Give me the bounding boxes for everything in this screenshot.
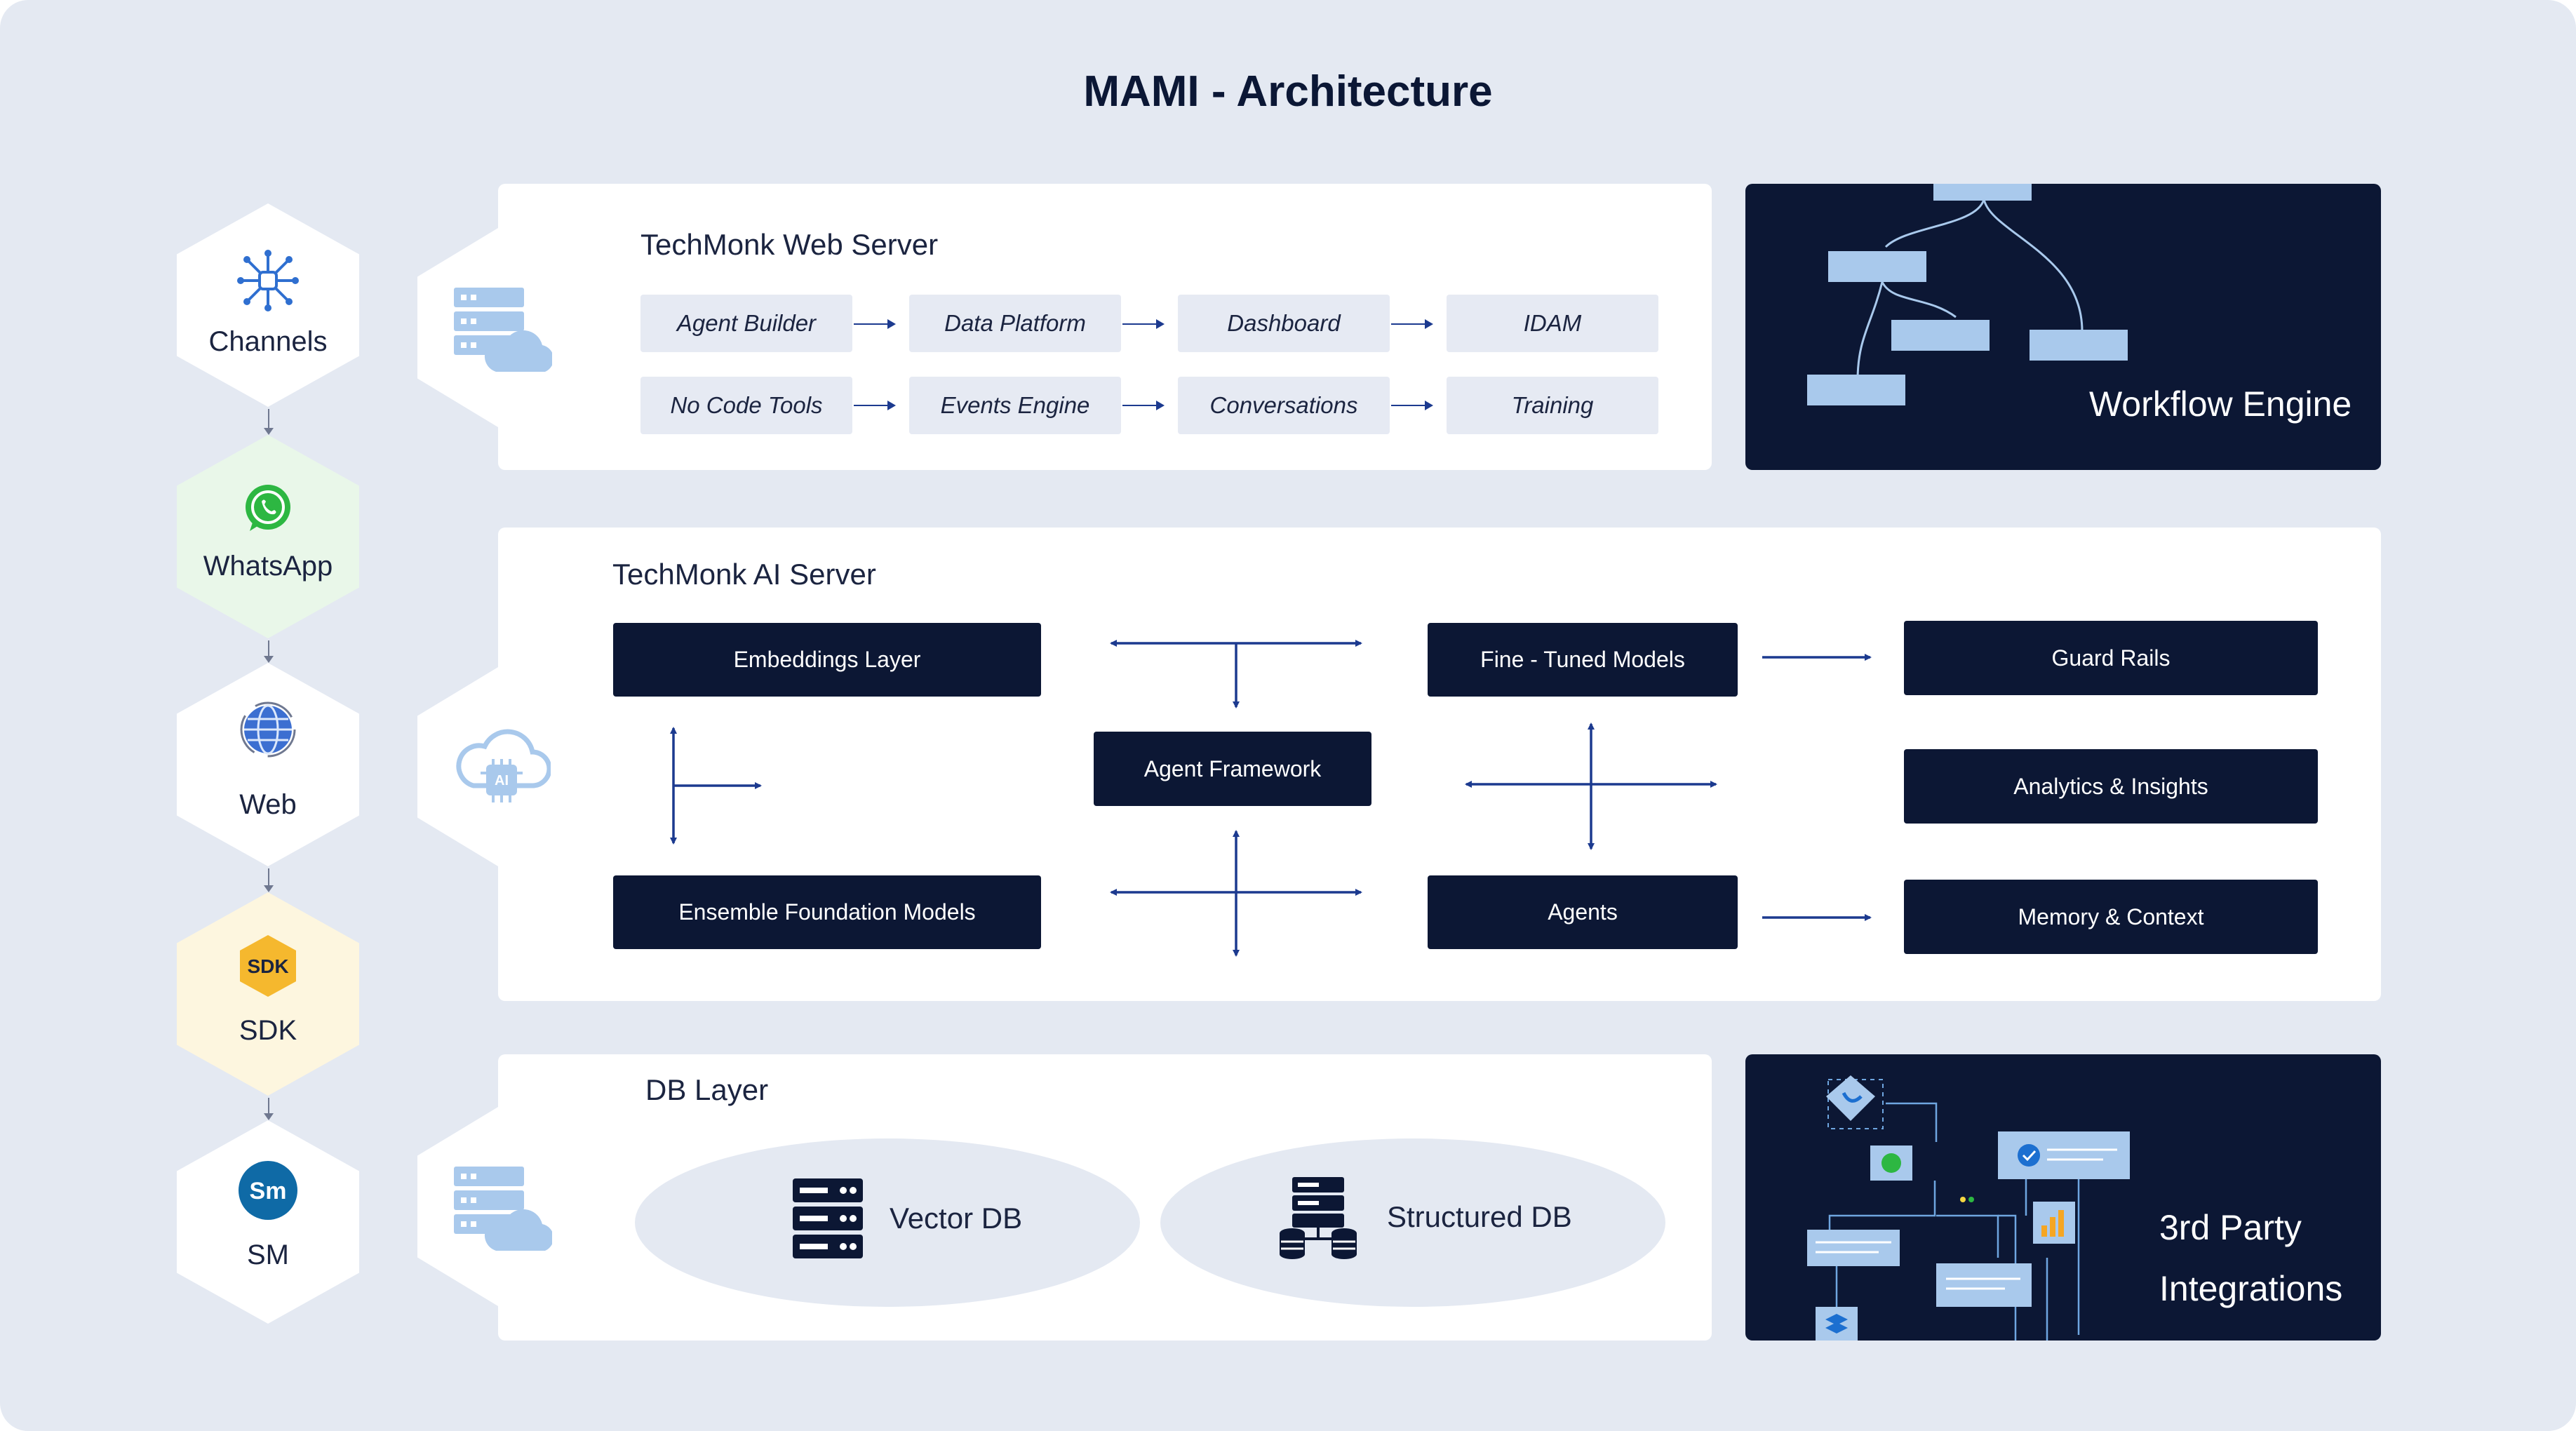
server-rack-icon bbox=[793, 1178, 863, 1258]
channel-label-channels: Channels bbox=[208, 326, 328, 357]
flow-arrow bbox=[1122, 401, 1165, 410]
channel-label-web: Web bbox=[239, 789, 297, 820]
integrations-label-line1: 3rd Party bbox=[2159, 1208, 2302, 1247]
structured-db-ellipse bbox=[1160, 1138, 1665, 1307]
channels-hub-icon bbox=[233, 246, 303, 316]
guard-rails-box: Guard Rails bbox=[1904, 621, 2318, 695]
svg-text:AI: AI bbox=[495, 773, 509, 788]
channel-label-sdk: SDK bbox=[239, 1015, 297, 1046]
module-dashboard: Dashboard bbox=[1178, 295, 1390, 352]
web-server-title: TechMonk Web Server bbox=[640, 228, 939, 261]
hex-sdk: SDK SDK bbox=[177, 892, 359, 1096]
workflow-tree-graphic bbox=[1807, 184, 2128, 405]
ai-cloud-chip-icon: AI bbox=[452, 716, 551, 814]
page-title: MAMI - Architecture bbox=[1083, 67, 1493, 116]
workflow-engine-panel: Workflow Engine bbox=[1745, 184, 2381, 470]
agents-box: Agents bbox=[1428, 875, 1738, 949]
channel-connector bbox=[264, 640, 274, 663]
module-events-engine: Events Engine bbox=[909, 377, 1121, 434]
memory-context-box: Memory & Context bbox=[1904, 880, 2318, 954]
db-layer-title: DB Layer bbox=[645, 1073, 769, 1106]
flow-arrow bbox=[1122, 319, 1165, 329]
module-training: Training bbox=[1447, 377, 1658, 434]
flow-arrow bbox=[854, 319, 896, 329]
integrations-network-graphic bbox=[1807, 1075, 2130, 1341]
agent-framework-box: Agent Framework bbox=[1094, 732, 1371, 806]
ai-server-title: TechMonk AI Server bbox=[612, 558, 876, 591]
hex-sm: Sm SM bbox=[177, 1120, 359, 1324]
hex-channels: Channels bbox=[177, 203, 359, 407]
channel-connector bbox=[264, 868, 274, 892]
module-agent-builder: Agent Builder bbox=[640, 295, 852, 352]
module-conversations: Conversations bbox=[1178, 377, 1390, 434]
server-cloud-icon bbox=[454, 288, 552, 372]
sm-logo-icon: Sm bbox=[233, 1155, 303, 1225]
embeddings-layer-box: Embeddings Layer bbox=[613, 623, 1041, 697]
vector-db-ellipse bbox=[635, 1138, 1140, 1307]
database-stack-icon bbox=[1278, 1177, 1358, 1261]
module-idam: IDAM bbox=[1447, 295, 1658, 352]
ensemble-foundation-models-box: Ensemble Foundation Models bbox=[613, 875, 1041, 949]
svg-text:SDK: SDK bbox=[247, 955, 288, 977]
module-no-code-tools: No Code Tools bbox=[640, 377, 852, 434]
whatsapp-icon bbox=[233, 473, 303, 544]
hex-web: Web bbox=[177, 663, 359, 866]
integrations-panel: 3rd Party Integrations bbox=[1745, 1054, 2381, 1341]
sdk-hexagon-icon: SDK bbox=[233, 931, 303, 1001]
vector-db-label: Vector DB bbox=[890, 1202, 1023, 1235]
hex-whatsapp: WhatsApp bbox=[177, 435, 359, 638]
flow-arrow bbox=[1391, 319, 1433, 329]
db-layer-hex bbox=[417, 1105, 586, 1308]
svg-text:Sm: Sm bbox=[250, 1178, 287, 1204]
analytics-insights-box: Analytics & Insights bbox=[1904, 749, 2318, 824]
server-cloud-icon bbox=[454, 1167, 552, 1251]
structured-db-label: Structured DB bbox=[1387, 1200, 1572, 1233]
channel-label-whatsapp: WhatsApp bbox=[203, 551, 333, 582]
module-data-platform: Data Platform bbox=[909, 295, 1121, 352]
channel-connector bbox=[264, 409, 274, 435]
flow-arrow bbox=[854, 401, 896, 410]
flow-arrow bbox=[1391, 401, 1433, 410]
channel-connector bbox=[264, 1098, 274, 1120]
workflow-engine-label: Workflow Engine bbox=[2089, 384, 2352, 424]
channel-label-sm: SM bbox=[247, 1239, 289, 1270]
integrations-label-line2: Integrations bbox=[2159, 1269, 2343, 1308]
fine-tuned-models-box: Fine - Tuned Models bbox=[1428, 623, 1738, 697]
globe-icon bbox=[233, 694, 303, 765]
